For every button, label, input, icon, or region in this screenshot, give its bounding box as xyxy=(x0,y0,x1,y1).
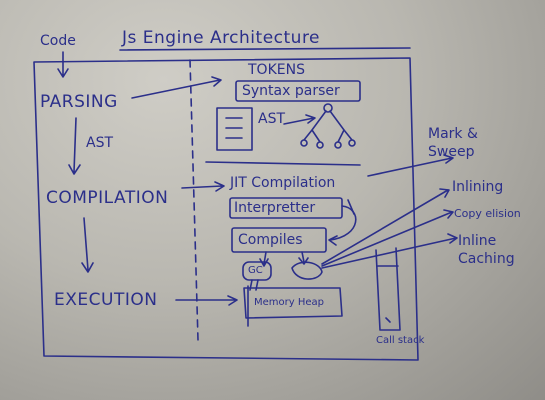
compiler-to-optimizer-arrow xyxy=(298,251,309,265)
copy-elision-label: Copy elision xyxy=(454,207,521,220)
to-copy-elision-arrow xyxy=(321,209,454,267)
gc-box xyxy=(242,261,272,281)
syntax-parser-label: Syntax parser xyxy=(242,83,340,99)
compiler-label: Compiles xyxy=(238,232,303,248)
call-stack-label: Call stack xyxy=(376,335,425,346)
code-label: Code xyxy=(40,33,76,49)
compilation-to-execution-arrow xyxy=(81,217,94,273)
diagram-title: Js Engine Architecture xyxy=(122,28,321,48)
inline-caching-label: Inline Caching xyxy=(458,233,515,268)
execution-to-heap-arrow xyxy=(175,295,238,306)
stage-parsing: PARSING xyxy=(40,92,118,112)
dashed-divider xyxy=(189,59,199,341)
compiler-to-gc-arrow xyxy=(259,251,269,267)
ast-document-icon xyxy=(216,107,253,151)
jit-to-marksweep-arrow xyxy=(367,154,454,177)
syntax-parser-box xyxy=(235,80,361,102)
interpreter-compiler-loop xyxy=(328,205,357,246)
ast-arrow-label: AST xyxy=(86,135,114,151)
stage-execution: EXECUTION xyxy=(54,290,158,310)
compilation-to-jit-arrow xyxy=(181,181,225,192)
interpreter-box xyxy=(229,197,343,219)
outer-frame xyxy=(33,57,419,361)
parsing-to-compilation-arrow xyxy=(68,117,81,175)
compiler-box xyxy=(231,227,327,253)
memory-heap-label: Memory Heap xyxy=(254,297,324,308)
mark-sweep-label: Mark & Sweep xyxy=(428,126,478,160)
optimizer-node xyxy=(291,261,323,280)
mid-rule xyxy=(205,161,361,166)
memory-heap-box xyxy=(243,287,343,319)
gc-label: GC xyxy=(248,265,263,276)
title-underline xyxy=(119,47,411,51)
ast-label: AST xyxy=(258,111,286,127)
to-inline-caching-arrow xyxy=(321,233,458,269)
stage-compilation: COMPILATION xyxy=(46,188,169,208)
parsing-to-tokens-arrow xyxy=(131,76,222,99)
jit-compilation-label: JIT Compilation xyxy=(230,175,336,191)
interpreter-label: Interpretter xyxy=(234,200,316,216)
call-stack-box xyxy=(375,247,401,331)
tokens-label: TOKENS xyxy=(248,62,305,78)
to-inlining-arrow xyxy=(321,188,450,265)
ast-arrow-line xyxy=(283,114,316,125)
inlining-label: Inlining xyxy=(452,179,504,195)
code-arrow xyxy=(57,51,69,78)
ast-tree-icon xyxy=(300,103,356,149)
